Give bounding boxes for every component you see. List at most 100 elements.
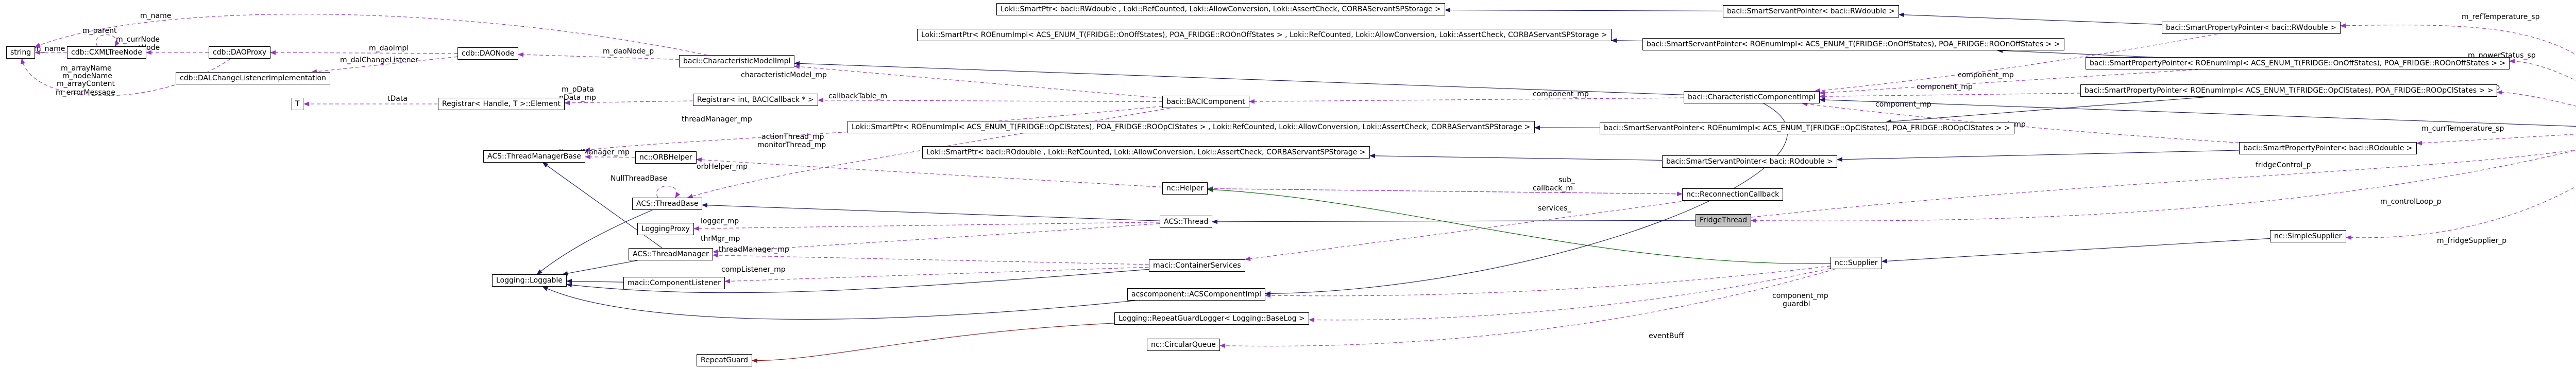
edge-label: guardbl [1783, 300, 1810, 308]
node-cl[interactable]: maci::ComponentListener [623, 277, 725, 290]
node-supplier[interactable]: nc::Supplier [1831, 257, 1882, 270]
edge-label: m_name [34, 45, 65, 53]
edge-cs-logg [566, 269, 1149, 293]
edge-bacicomp-regint [818, 98, 1163, 103]
edge-label: m_daoImpl [369, 44, 409, 52]
node-acsimpl[interactable]: acscomponent::ACSComponentImpl [1127, 288, 1266, 301]
node-orb[interactable]: nc::ORBHelper [635, 151, 697, 164]
edge-spp_rod-ccimpl [1802, 101, 2240, 143]
edge-regint-element [564, 100, 693, 106]
node-rg[interactable]: RepeatGuard [697, 354, 752, 367]
edge-label: component_mp [1772, 292, 1828, 300]
edge-spp_rod-ssp_rod [1837, 150, 2240, 162]
node-ccimpl[interactable]: baci::CharacteristicComponentImpl [1684, 91, 1820, 104]
edge-label: m_currTemperature_sp [2421, 125, 2504, 133]
node-rc[interactable]: nc::ReconnectionCallback [1682, 188, 1784, 201]
edge-tb-self [656, 185, 680, 198]
node-cmodel[interactable]: baci::CharacteristicModelImpl [679, 55, 795, 68]
node-fthread[interactable]: FridgeThread [1696, 214, 1752, 227]
edge-label: thrMgr_mp [701, 235, 740, 243]
edge-label: component_mp [1917, 83, 1973, 91]
node-tmb[interactable]: ACS::ThreadManagerBase [483, 150, 585, 163]
edge-label: m_errorMessage [56, 89, 115, 97]
node-logg[interactable]: Logging::Loggable [492, 274, 567, 287]
edge-label: m_dalChangeListener [340, 56, 418, 64]
edge-fthread-fc [1751, 149, 2576, 218]
node-loki_rw[interactable]: Loki::SmartPtr< baci::RWdouble , Loki::R… [996, 3, 1445, 16]
edge-label: m_refTemperature_sp [2462, 13, 2540, 21]
edge-label: m_daoNode_p [603, 47, 654, 56]
edge-tm-logg [562, 260, 638, 276]
edge-label: m_arrayContent [57, 80, 115, 88]
edge-label: monitorThread_mp [757, 141, 826, 149]
node-tb[interactable]: ACS::ThreadBase [632, 198, 703, 210]
node-cxml[interactable]: cdb::CXMLTreeNode [67, 46, 146, 59]
node-ssp_rod[interactable]: baci::SmartServantPointer< baci::ROdoubl… [1662, 155, 1837, 168]
edge-label: m_pData [562, 85, 594, 94]
edge-label: m_currNode [116, 36, 160, 44]
node-cs[interactable]: maci::ContainerServices [1149, 259, 1245, 272]
node-regint[interactable]: Registrar< int, BACICallback * > [693, 94, 818, 107]
edge-label: services_ [1538, 204, 1571, 213]
edge-tb-logg [536, 209, 653, 275]
node-cq[interactable]: nc::CircularQueue [1147, 339, 1220, 352]
node-rgl[interactable]: Logging::RepeatGuardLogger< Logging::Bas… [1114, 312, 1309, 325]
node-tm[interactable]: ACS::ThreadManager [629, 248, 713, 261]
edge-label: threadManager_mp [682, 115, 752, 124]
node-daonode[interactable]: cdb::DAONode [457, 47, 519, 60]
edge-spp_onoff-ssp_onoff [1997, 48, 2154, 58]
edge-daonode-daoproxy [270, 50, 458, 55]
edge-ccimpl-cmodel [794, 61, 1684, 95]
edge-label: component_mp [1875, 100, 1931, 109]
edge-label: sub_ [1558, 176, 1575, 184]
edge-thread-tb [702, 203, 1160, 221]
edge-spp_rw-ccimpl [1814, 33, 2218, 93]
edge-label: actionThread_mp [761, 133, 824, 141]
edge-spp_opcl-ccimpl [1819, 93, 2081, 99]
node-loki_onoff[interactable]: Loki::SmartPtr< ROEnumImpl< ACS_ENUM_T(F… [917, 29, 1612, 42]
node-ssupplier[interactable]: nc::SimpleSupplier [2270, 230, 2346, 243]
node-daoproxy[interactable]: cdb::DAOProxy [209, 46, 271, 59]
edge-spp_opcl-ssp_opcl [1886, 96, 2210, 124]
edge-label: NullThreadBase [611, 174, 668, 183]
node-ssp_rw[interactable]: baci::SmartServantPointer< baci::RWdoubl… [1723, 5, 1900, 18]
edge-label: fridgeControl_p [2256, 161, 2311, 169]
node-lp[interactable]: LoggingProxy [637, 223, 694, 236]
edge-fc-spp_rod [2416, 134, 2576, 146]
edge-fc-spp_onoff [2509, 59, 2576, 81]
node-t[interactable]: T [291, 98, 304, 111]
edge-thread-tm [713, 223, 1160, 254]
node-helper[interactable]: nc::Helper [1162, 182, 1208, 195]
node-thread[interactable]: ACS::Thread [1160, 216, 1213, 229]
node-ssp_onoff[interactable]: baci::SmartServantPointer< ROEnumImpl< A… [1642, 38, 2064, 51]
node-dalcl[interactable]: cdb::DALChangeListenerImplementation [176, 72, 330, 85]
edge-bacicomp-tb [687, 108, 1171, 199]
node-spp_rod[interactable]: baci::SmartPropertyPointer< baci::ROdoub… [2239, 142, 2417, 155]
edge-label: tData [387, 95, 408, 103]
edge-bacicomp-tmb [584, 106, 1163, 152]
node-s[interactable]: string [6, 46, 36, 59]
edge-ssupplier-supplier [1882, 238, 2270, 263]
edge-cl-logg [566, 278, 624, 284]
node-ssp_opcl[interactable]: baci::SmartServantPointer< ROEnumImpl< A… [1600, 122, 2014, 135]
edge-rc-cs [1245, 200, 1688, 261]
edge-label: callbackTable_m [828, 92, 888, 100]
node-loki_rod[interactable]: Loki::SmartPtr< baci::ROdouble , Loki::R… [922, 146, 1370, 159]
node-spp_opcl[interactable]: baci::SmartPropertyPointer< ROEnumImpl< … [2080, 84, 2498, 97]
edge-fc-spp_opcl [2497, 90, 2576, 107]
node-element[interactable]: Registrar< Handle, T >::Element [438, 98, 565, 111]
node-loki_opcl[interactable]: Loki::SmartPtr< ROEnumImpl< ACS_ENUM_T(F… [848, 121, 1535, 134]
edge-supplier-cq [1219, 269, 1835, 348]
edge-label: m_parent [82, 27, 117, 35]
node-spp_rw[interactable]: baci::SmartPropertyPointer< baci::RWdoub… [2162, 22, 2341, 34]
edge-supplier-acsimpl [1265, 266, 1831, 298]
edge-ccimpl-bacicomp [1249, 97, 1684, 104]
edge-label: m_name [140, 12, 172, 20]
edge-cmodel-s [35, 13, 707, 56]
node-spp_onoff[interactable]: baci::SmartPropertyPointer< ROEnumImpl< … [2086, 57, 2510, 70]
node-bacicomp[interactable]: baci::BACIComponent [1162, 96, 1249, 109]
edge-supplier-rgl [1309, 268, 1831, 323]
edge-cmodel-daonode [518, 52, 680, 60]
